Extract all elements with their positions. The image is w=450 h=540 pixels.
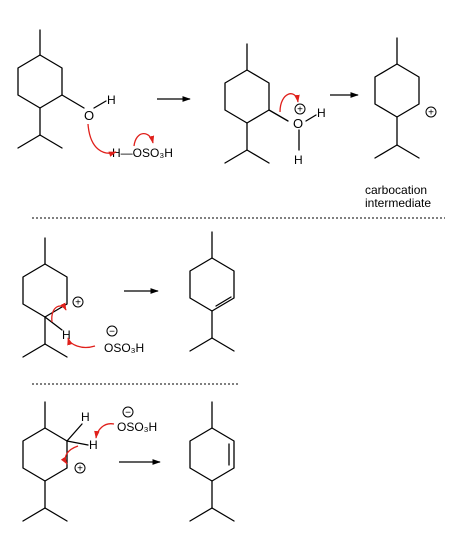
menthol-hydrogen-label: H <box>107 93 116 107</box>
product-alkene-2 <box>189 401 235 522</box>
product2-isopropyl-branch-right <box>211 507 235 522</box>
row3-plus-charge <box>74 462 86 474</box>
carbocation-label-line2: intermediate <box>365 196 431 210</box>
row3-carbocation-structure: H H + <box>22 401 98 522</box>
oxonium-plus-sign: + <box>297 105 303 116</box>
row3-hydrogen-right-label: H <box>89 438 98 452</box>
menthol-ring-bonds <box>17 54 63 109</box>
oxonium-c-o-bond <box>268 109 289 122</box>
curved-arrow-h-o-bond-break <box>133 132 155 147</box>
product1-isopropyl-branch-left <box>189 337 213 352</box>
menthol-c-o-bond <box>61 94 85 109</box>
curved-arrow-o-to-h <box>87 123 117 157</box>
row3-curved-arrow-base-to-h <box>94 423 115 439</box>
row2-curved-arrow-base-to-h <box>67 337 96 349</box>
row2-bisulfate-minus-sign: − <box>109 327 115 338</box>
carbocation-isopropyl-branch-right <box>396 144 420 159</box>
product1-ring-bonds <box>189 257 235 312</box>
oxonium-isopropyl-branch-left <box>224 149 248 164</box>
oxonium-structure: O H H + <box>224 43 326 167</box>
row3-c-h-bond-right <box>66 440 89 446</box>
row3-bisulfate-minus-charge <box>122 406 134 418</box>
curved-arrow-c-o-bond-break <box>279 93 300 113</box>
menthol-isopropyl-branch-left <box>17 134 41 149</box>
row3-curved-arrow-ch-to-cation <box>60 445 79 465</box>
row3-plus-sign: + <box>77 464 83 475</box>
row3-isopropyl-branch-right <box>44 507 68 522</box>
product1-double-bond <box>215 296 232 307</box>
carbocation-plus-sign: + <box>428 108 434 119</box>
row3-isopropyl-branch-left <box>22 507 46 522</box>
product2-isopropyl-branch-left <box>189 507 213 522</box>
row2-plus-sign: + <box>75 298 81 309</box>
menthol-structure: O H <box>17 29 116 149</box>
row3-hydrogen-up-label: H <box>81 410 90 424</box>
row2-carbocation-structure: H + <box>22 237 84 358</box>
menthol-o-h-bond <box>93 100 107 109</box>
oxonium-h-right-label: H <box>317 106 326 120</box>
product-alkene-1 <box>189 231 235 352</box>
row3-bisulfate-label: OSO₃H <box>117 420 157 434</box>
menthol-isopropyl-branch-right <box>39 134 63 149</box>
row2-bisulfate-label: OSO₃H <box>104 341 144 355</box>
oxonium-o-h-right-bond <box>305 114 317 122</box>
product1-isopropyl-branch-right <box>211 337 235 352</box>
carbocation-plus-charge <box>425 106 437 118</box>
carbocation-structure: + <box>374 37 437 159</box>
row2-plus-charge <box>72 296 84 308</box>
carbocation-isopropyl-branch-left <box>374 144 398 159</box>
row3-ring-bonds <box>22 427 68 482</box>
oxonium-oxygen-label: O <box>293 116 303 131</box>
oxonium-plus-charge <box>294 103 306 115</box>
row2-isopropyl-branch-left <box>22 343 46 358</box>
oxonium-h-down-label: H <box>294 153 303 167</box>
sulfuric-acid-label: H—OSO₃H <box>112 146 173 160</box>
carbocation-ring-bonds <box>374 63 420 118</box>
row3-c-h-bond-up <box>66 423 83 442</box>
row2-c-h-bond <box>44 316 63 331</box>
carbocation-label-line1: carbocation <box>365 183 427 197</box>
row2-bisulfate-minus-charge <box>106 325 118 337</box>
menthol-oxygen-label: O <box>84 108 94 123</box>
row2-hydrogen-label: H <box>62 328 71 342</box>
row3-bisulfate-minus-sign: − <box>125 408 131 419</box>
oxonium-isopropyl-branch-right <box>246 149 270 164</box>
row2-isopropyl-branch-right <box>44 343 68 358</box>
oxonium-ring-bonds <box>224 69 270 124</box>
product2-ring-bonds <box>189 427 235 482</box>
row2-curved-arrow-ch-to-cation <box>51 302 67 323</box>
row2-ring-bonds <box>22 263 68 318</box>
